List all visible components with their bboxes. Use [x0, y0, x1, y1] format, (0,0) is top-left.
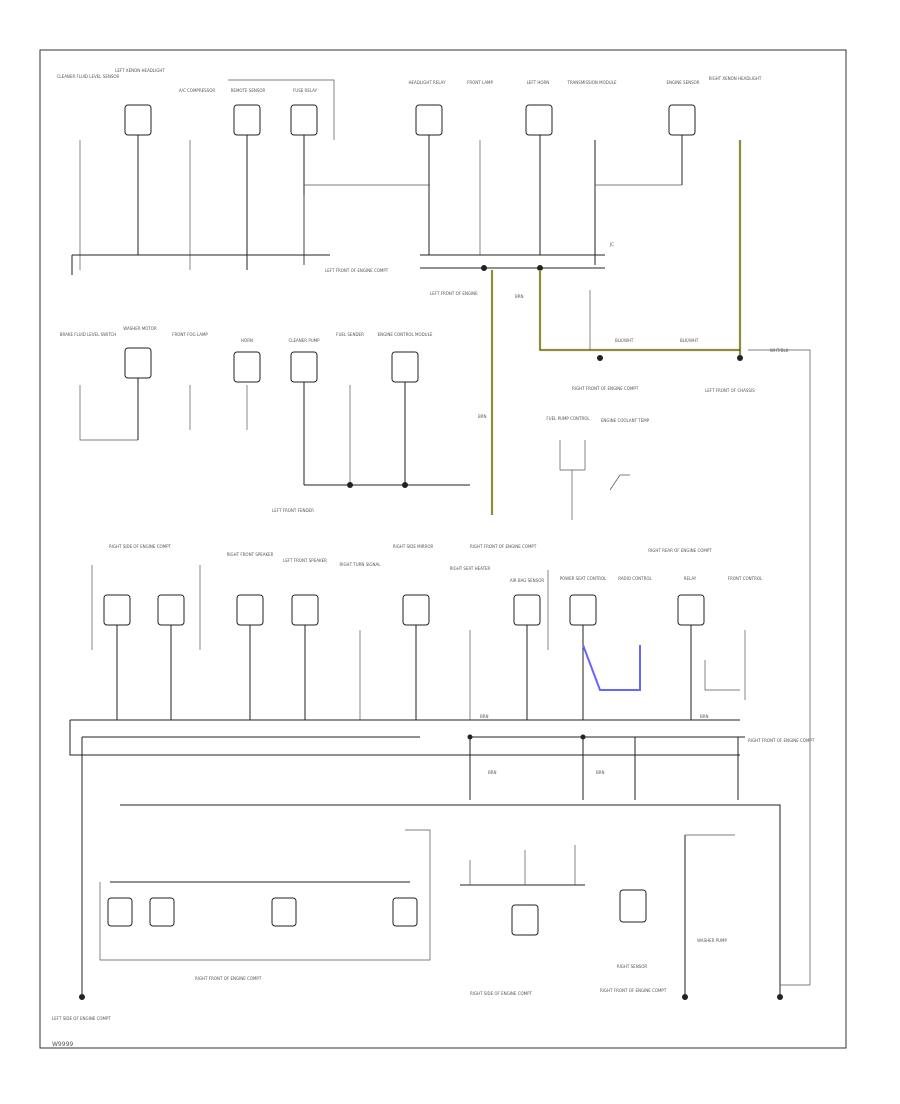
component-label: A/C COMPRESSOR: [179, 88, 215, 93]
component-label: POWER SEAT CONTROL: [560, 576, 608, 581]
component-label: RIGHT FRONT SPEAKER: [227, 552, 274, 557]
component-label: FUEL PUMP CONTROL: [546, 416, 590, 421]
wire-color-label: WHT/BLK: [770, 348, 789, 353]
wire-color-label: BRN: [700, 714, 709, 719]
component-body: [392, 897, 418, 927]
ground-label: LEFT FRONT OF CHASSIS: [705, 388, 755, 393]
ground-point: [777, 994, 783, 1000]
highlight-wire-blue: [582, 644, 641, 691]
splice-label: JC: [609, 242, 614, 247]
component-box: [107, 897, 418, 927]
component-label: RIGHT SEAT HEATER: [450, 566, 491, 571]
component-label: WASHER PUMP: [697, 938, 727, 943]
component-label: LEFT FRONT SPEAKER: [283, 558, 327, 563]
wire-color-label: BLK/WHT: [680, 338, 699, 343]
sensor-connector: [609, 474, 630, 491]
ground-label: RIGHT FRONT OF ENGINE COMPT: [600, 988, 667, 993]
wire-drops: [79, 378, 470, 486]
component-body: [511, 904, 539, 936]
ground-label: LEFT FRONT FENDER: [272, 508, 314, 513]
component-label: ENGINE SENSOR: [666, 80, 699, 85]
component-label: WASHER MOTOR: [123, 326, 157, 331]
signal-wires: [491, 140, 811, 985]
component-label: RIGHT TURN SIGNAL: [340, 562, 382, 567]
component-label: CLEANER FLUID LEVEL SENSOR: [57, 74, 120, 79]
component-bracket: [228, 79, 335, 140]
wire-drops: [81, 737, 739, 800]
ground-label: LEFT SIDE OF ENGINE COMPT: [52, 1016, 111, 1021]
component-label: FUEL SENDER: [336, 332, 364, 337]
splice-point: [402, 482, 408, 488]
bracket-line: [91, 565, 549, 650]
ground-label: RIGHT FRONT OF ENGINE COMPT: [748, 738, 815, 743]
wire-color-label: BRN: [596, 770, 605, 775]
sensor-connector: [559, 440, 586, 520]
ground-point: [737, 355, 743, 361]
component-label: RELAY: [684, 576, 697, 581]
component-label: RIGHT SENSOR: [617, 964, 648, 969]
component-label: HORN: [241, 338, 253, 343]
component-label: HEADLIGHT RELAY: [408, 80, 446, 85]
wire-color-label: BRN: [480, 714, 489, 719]
wire-color-label: BRN: [478, 414, 487, 419]
component-label: FRONT LAMP: [467, 80, 493, 85]
splice-point: [537, 265, 543, 271]
component-body: [525, 104, 553, 136]
component-label: CLEANER PUMP: [288, 338, 320, 343]
ground-bus: [69, 720, 740, 756]
component-label: REMOTE SENSOR: [231, 88, 266, 93]
bottom-section: LEFT SIDE OF ENGINE COMPT RIGHT FRONT OF…: [52, 800, 810, 1021]
top-section: CLEANER FLUID LEVEL SENSOR LEFT XENON HE…: [57, 68, 811, 985]
ground-label: LEFT FRONT OF ENGINE: [430, 291, 478, 296]
ground-label: RIGHT FRONT OF ENGINE COMPT: [195, 976, 262, 981]
component-label: ENGINE CONTROL MODULE: [378, 332, 433, 337]
splice-point: [481, 265, 487, 271]
component-body: [107, 897, 133, 927]
component-label: ENGINE COOLANT TEMP: [601, 418, 650, 423]
wire-color-label: BRN: [515, 294, 524, 299]
wire-drops: [116, 625, 746, 720]
component-label: RIGHT SIDE MIRROR: [393, 544, 434, 549]
component-label: FUSE RELAY: [293, 88, 318, 93]
splice-point: [580, 734, 586, 740]
component-label: RADIO CONTROL: [618, 576, 652, 581]
component-body: [149, 897, 175, 927]
component-label: TRANSMISSION MODULE: [567, 80, 617, 85]
bracket-line: [99, 829, 431, 961]
diagram-footer-code: W9999: [52, 1041, 73, 1048]
component-label: BRAKE FLUID LEVEL SWITCH: [60, 332, 117, 337]
component-label: LEFT XENON HEADLIGHT: [115, 68, 165, 73]
ground-point: [682, 994, 688, 1000]
component-body: [619, 889, 647, 923]
component-label: AIR BAG SENSOR: [510, 578, 544, 583]
splice-point: [467, 734, 473, 740]
component-label: RIGHT SIDE OF ENGINE COMPT: [109, 544, 171, 549]
component-label: FRONT CONTROL: [728, 576, 763, 581]
lower-components: RIGHT SIDE OF ENGINE COMPT RIGHT FRONT S…: [91, 544, 763, 720]
splice-point: [347, 482, 353, 488]
component-label: RIGHT XENON HEADLIGHT: [709, 76, 762, 81]
component-body: [271, 897, 297, 927]
middle-section: BRAKE FLUID LEVEL SWITCH WASHER MOTOR FR…: [60, 326, 650, 549]
ground-bus: [120, 804, 781, 835]
ground-point: [597, 355, 603, 361]
wire-drops: [469, 845, 576, 885]
wire-drops: [79, 135, 683, 270]
wire-color-label: BRN: [488, 770, 497, 775]
ground-point: [79, 994, 85, 1000]
ground-label: LEFT FRONT OF ENGINE COMPT: [325, 268, 389, 273]
wire-color-label: BLK/WHT: [615, 338, 634, 343]
component-label: FRONT FOG LAMP: [172, 332, 208, 337]
ground-label: RIGHT SIDE OF ENGINE COMPT: [470, 991, 532, 996]
lower-ground-bus: RIGHT FRONT OF ENGINE COMPT BRN BRN BRN …: [69, 714, 815, 835]
ground-label: RIGHT FRONT OF ENGINE COMPT: [572, 386, 639, 391]
component-label: LEFT HORN: [527, 80, 550, 85]
ground-label: RIGHT FRONT OF ENGINE COMPT: [470, 544, 537, 549]
component-body: [233, 351, 261, 383]
ground-label: RIGHT REAR OF ENGINE COMPT: [648, 548, 712, 553]
